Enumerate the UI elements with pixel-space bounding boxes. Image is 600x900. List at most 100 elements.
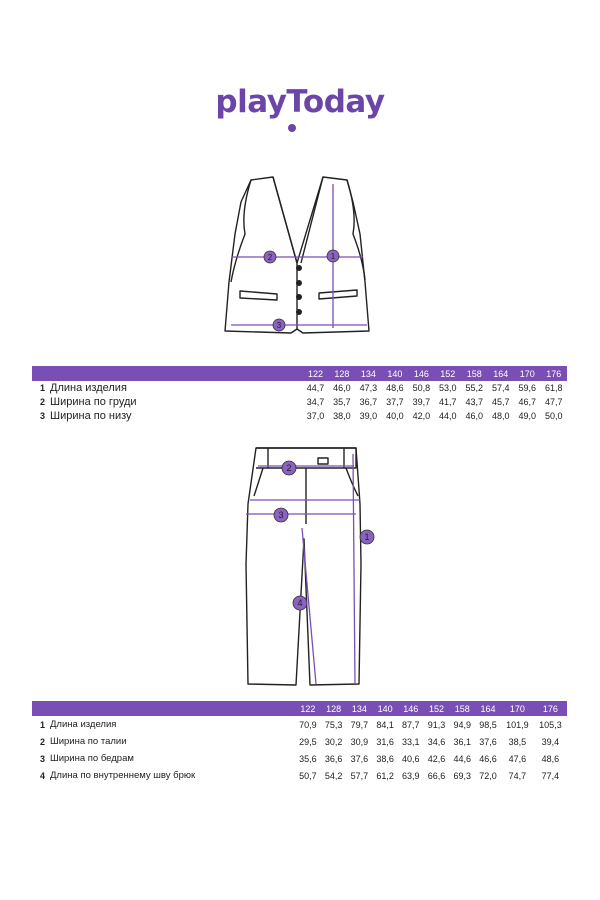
row-label: Ширина по талии: [50, 736, 127, 747]
pants-marker-2: [281, 460, 297, 476]
value-cell: 87,7: [402, 719, 420, 730]
value-cell: 70,9: [299, 719, 317, 730]
value-cell: 48,6: [386, 383, 404, 393]
value-cell: 37,7: [386, 397, 404, 407]
pants-marker-1: [359, 529, 375, 545]
row-number: 2: [40, 397, 46, 407]
value-cell: 72,0: [479, 770, 497, 781]
row-label: Длина изделия: [50, 719, 117, 730]
row-number: 1: [40, 719, 46, 730]
value-cell: 44,0: [439, 411, 457, 421]
value-cell: 61,8: [544, 383, 563, 393]
value-cell: 38,0: [333, 411, 351, 421]
value-cell: 39,0: [359, 411, 378, 421]
value-cell: 37,0: [306, 411, 325, 421]
value-cell: 42,0: [412, 411, 431, 421]
row-number: 1: [40, 383, 46, 393]
row-number: 3: [40, 753, 46, 764]
value-cell: 40,0: [386, 411, 404, 421]
value-cell: 47,3: [359, 383, 378, 393]
pants-illustration: 2 3 1 4: [245, 447, 375, 686]
value-cell: 57,4: [491, 383, 510, 393]
value-cell: 38,6: [376, 753, 394, 764]
row-number: 3: [40, 411, 46, 421]
vest-marker-2-label: 2: [268, 253, 273, 262]
value-cell: 29,5: [299, 736, 317, 747]
table-row: 1 Длина изделия 70,9 75,3 79,7 84,1 87,7…: [32, 716, 567, 733]
brand-logo: playToday: [0, 84, 600, 132]
size-header: 152: [434, 366, 462, 381]
value-cell: 42,6: [427, 753, 446, 764]
value-cell: 39,4: [541, 736, 560, 747]
value-cell: 35,7: [333, 397, 351, 407]
size-header: 146: [408, 366, 435, 381]
value-cell: 36,7: [359, 397, 378, 407]
size-header: 164: [487, 366, 514, 381]
value-cell: 48,6: [541, 753, 560, 764]
table-row: 2 Ширина по груди 34,7 35,7 36,7 37,7 39…: [32, 395, 567, 409]
value-cell: 33,1: [402, 736, 420, 747]
vest-size-header-row: 122 128 134 140 146 152 158 164 170 176: [32, 366, 567, 381]
size-header: 128: [328, 366, 356, 381]
table-header-blank: [32, 366, 303, 381]
pants-marker-1-label: 1: [364, 532, 369, 542]
value-cell: 38,5: [508, 736, 527, 747]
value-cell: 49,0: [518, 411, 536, 421]
value-cell: 54,2: [324, 770, 343, 781]
value-cell: 37,6: [479, 736, 497, 747]
size-header: 158: [461, 366, 488, 381]
row-label: Ширина по низу: [50, 410, 132, 422]
table-row: 3 Ширина по низу 37,0 38,0 39,0 40,0 42,…: [32, 409, 567, 423]
value-cell: 35,6: [299, 753, 317, 764]
value-cell: 98,5: [479, 719, 497, 730]
size-header: 140: [381, 366, 409, 381]
row-label: Длина изделия: [50, 382, 127, 394]
value-cell: 63,9: [402, 770, 420, 781]
value-cell: 46,0: [465, 411, 484, 421]
table-row: 2 Ширина по талии 29,5 30,2 30,9 31,6 33…: [32, 733, 567, 750]
table-row: 3 Ширина по бедрам 35,6 36,6 37,6 38,6 4…: [32, 750, 567, 767]
value-cell: 46,0: [333, 383, 351, 393]
value-cell: 46,7: [518, 397, 536, 407]
size-header: 146: [397, 701, 424, 716]
value-cell: 44,7: [306, 383, 325, 393]
size-header: 176: [533, 701, 567, 716]
row-number: 2: [40, 736, 46, 747]
value-cell: 43,7: [465, 397, 484, 407]
pants-marker-4: [292, 595, 308, 611]
vest-marker-3: [272, 318, 286, 332]
table-row: 1 Длина изделия 44,7 46,0 47,3 48,6 50,8…: [32, 381, 567, 395]
value-cell: 66,6: [427, 770, 446, 781]
pants-size-header-row: 122 128 134 140 146 152 158 164 170 176: [32, 701, 567, 716]
size-header: 164: [475, 701, 501, 716]
value-cell: 47,7: [544, 397, 563, 407]
value-cell: 53,0: [439, 383, 457, 393]
value-cell: 50,0: [544, 411, 563, 421]
value-cell: 61,2: [376, 770, 394, 781]
size-header: 122: [302, 366, 329, 381]
size-header: 152: [423, 701, 450, 716]
value-cell: 75,3: [324, 719, 343, 730]
pants-size-table: 122 128 134 140 146 152 158 164 170 176 …: [32, 701, 567, 784]
value-cell: 50,8: [412, 383, 431, 393]
value-cell: 55,2: [465, 383, 484, 393]
value-cell: 105,3: [539, 719, 562, 730]
vest-marker-3-label: 3: [277, 321, 282, 330]
size-header: 170: [513, 366, 541, 381]
value-cell: 31,6: [376, 736, 394, 747]
value-cell: 48,0: [491, 411, 510, 421]
value-cell: 101,9: [506, 719, 529, 730]
size-header: 122: [295, 701, 321, 716]
value-cell: 57,7: [350, 770, 369, 781]
size-header: 128: [320, 701, 347, 716]
value-cell: 40,6: [402, 753, 420, 764]
value-cell: 34,6: [427, 736, 446, 747]
value-cell: 39,7: [412, 397, 431, 407]
value-cell: 50,7: [299, 770, 317, 781]
vest-size-table: 122 128 134 140 146 152 158 164 170 176 …: [32, 366, 567, 423]
size-header: 134: [355, 366, 382, 381]
value-cell: 41,7: [439, 397, 457, 407]
value-cell: 37,6: [350, 753, 369, 764]
value-cell: 45,7: [491, 397, 510, 407]
row-label: Ширина по груди: [50, 396, 137, 408]
